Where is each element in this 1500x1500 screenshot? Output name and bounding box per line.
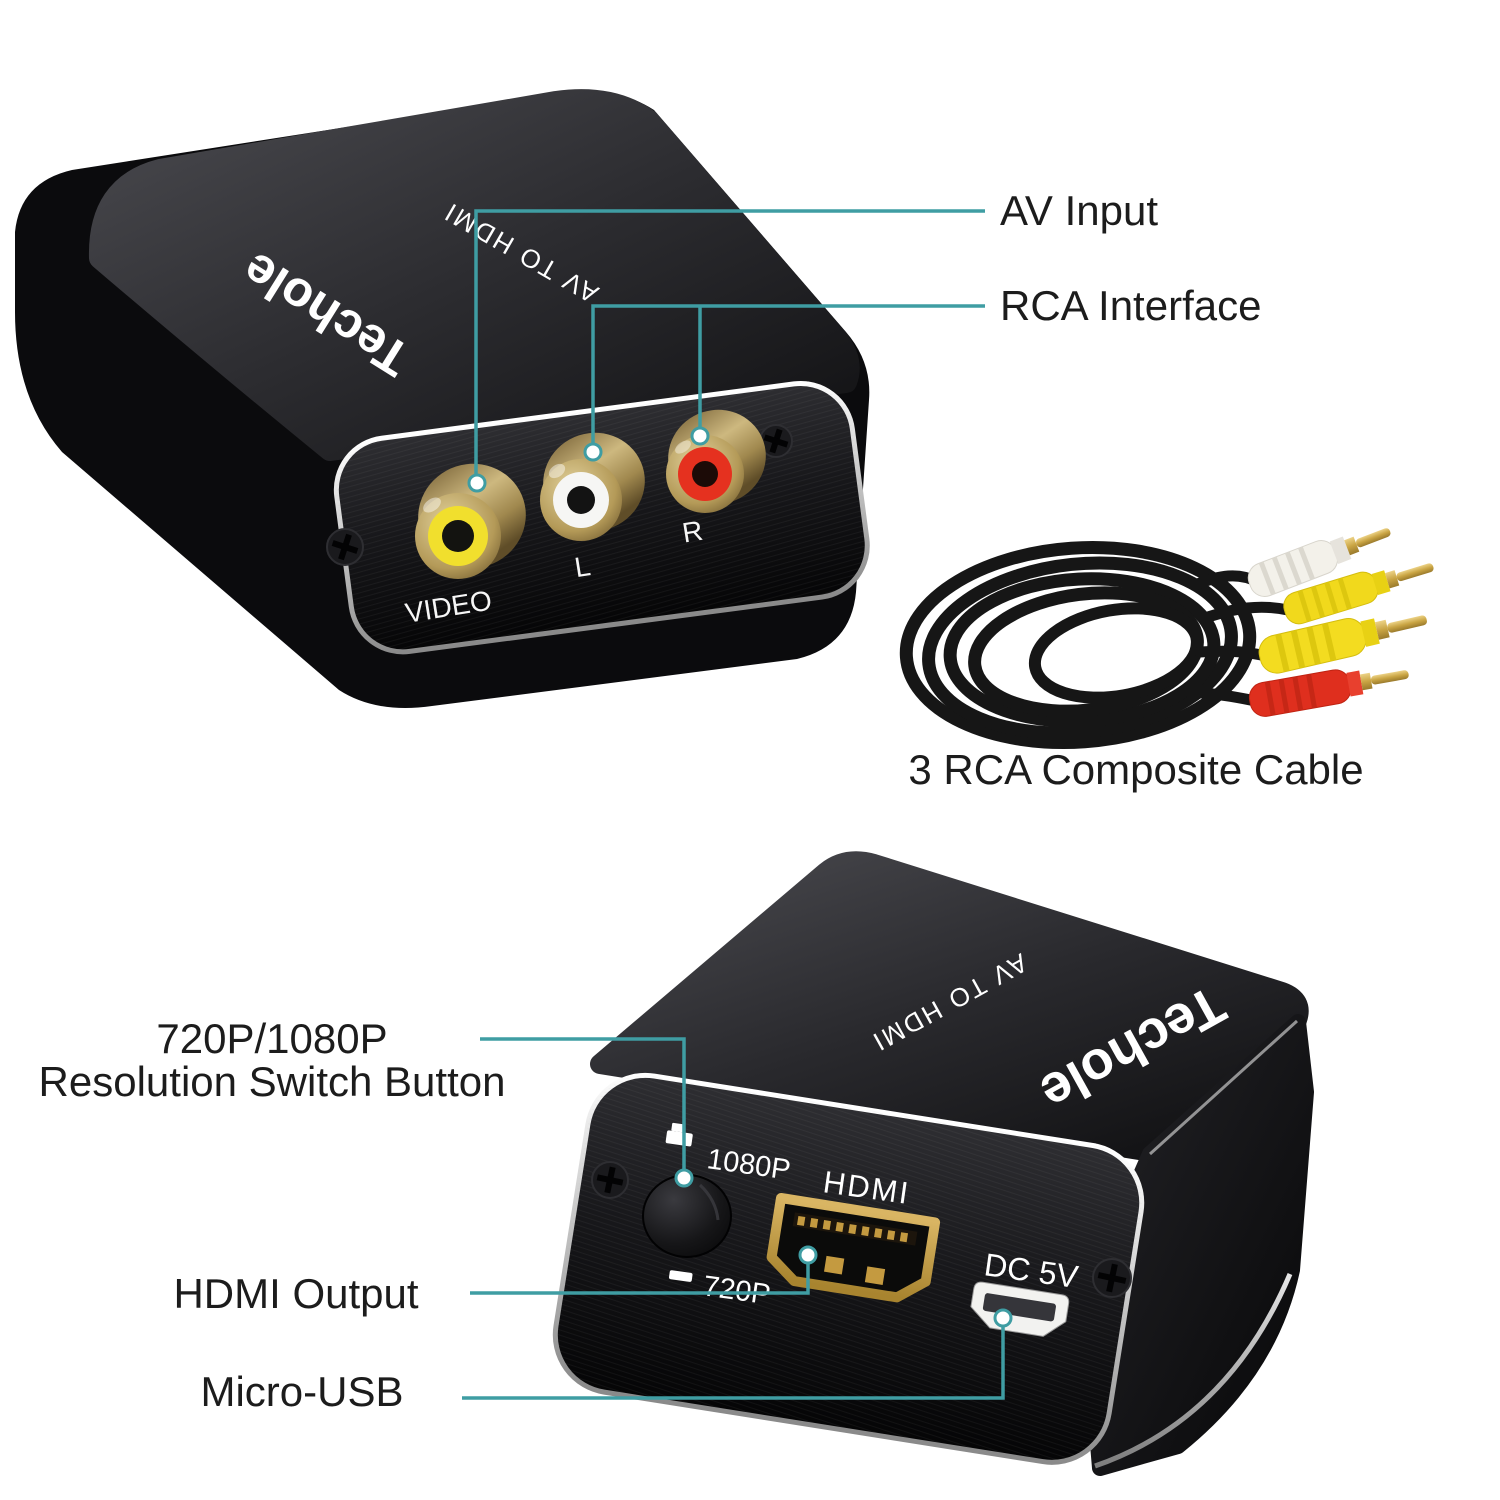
screw-icon	[326, 528, 364, 566]
callout-dot-right-jack	[690, 426, 710, 446]
callout-dots	[467, 426, 1013, 1328]
annotation-resolution-switch-line2: Resolution Switch Button	[39, 1058, 506, 1105]
port-label-audio-left: L	[572, 550, 592, 583]
callout-dot-left-jack	[583, 442, 603, 462]
annotation-cable-caption: 3 RCA Composite Cable	[908, 746, 1363, 793]
annotation-av-input: AV Input	[1000, 187, 1158, 234]
resolution-switch-button	[642, 1174, 732, 1258]
rca-jack-video-yellow	[415, 463, 526, 579]
cable-coil	[899, 540, 1257, 750]
switch-position-1080p-icon	[665, 1122, 693, 1147]
annotation-rca-interface: RCA Interface	[1000, 282, 1261, 329]
callout-dot-switch-button	[674, 1168, 694, 1188]
rca-plug-red	[1248, 669, 1409, 717]
rca-jack-audio-left-white	[540, 432, 645, 541]
leader-resolution-switch	[480, 1037, 686, 1170]
annotation-micro-usb: Micro-USB	[200, 1368, 403, 1415]
callout-dot-hdmi-port	[798, 1245, 818, 1265]
rca-plug-white	[1247, 528, 1391, 597]
device2-right-edge-rim	[1148, 1019, 1299, 1156]
rca-plug-yellow-back	[1283, 563, 1434, 625]
callout-dot-video-jack	[467, 473, 487, 493]
rca-plug-yellow-front	[1258, 615, 1427, 674]
screw-icon	[1092, 1258, 1132, 1298]
screw-icon	[591, 1161, 629, 1199]
rca-cable-photo	[899, 528, 1434, 750]
annotation-hdmi-output: HDMI Output	[173, 1270, 418, 1317]
device2-bottom-rim	[1094, 1273, 1293, 1469]
device-hdmi-side-photo: AV TO HDMI Techole 1080P HDMI	[552, 851, 1314, 1476]
port-label-audio-right: R	[680, 515, 705, 549]
leader-av-input	[474, 209, 985, 476]
leader-micro-usb	[462, 1326, 1005, 1400]
annotation-resolution-switch-line1: 720P/1080P	[156, 1015, 387, 1062]
leader-lines	[462, 209, 1005, 1400]
device-av-side-photo: Techole AV TO HDMI	[15, 89, 870, 708]
device2-right-side-face	[1078, 1014, 1314, 1476]
callout-dot-micro-usb	[993, 1308, 1013, 1328]
switch-position-720p-icon	[669, 1270, 693, 1282]
leader-rca-interface	[591, 304, 985, 444]
annotation-labels: AV Input RCA Interface 3 RCA Composite C…	[39, 187, 1364, 1415]
leader-hdmi-output	[470, 1262, 810, 1295]
hdmi-port	[766, 1193, 941, 1303]
